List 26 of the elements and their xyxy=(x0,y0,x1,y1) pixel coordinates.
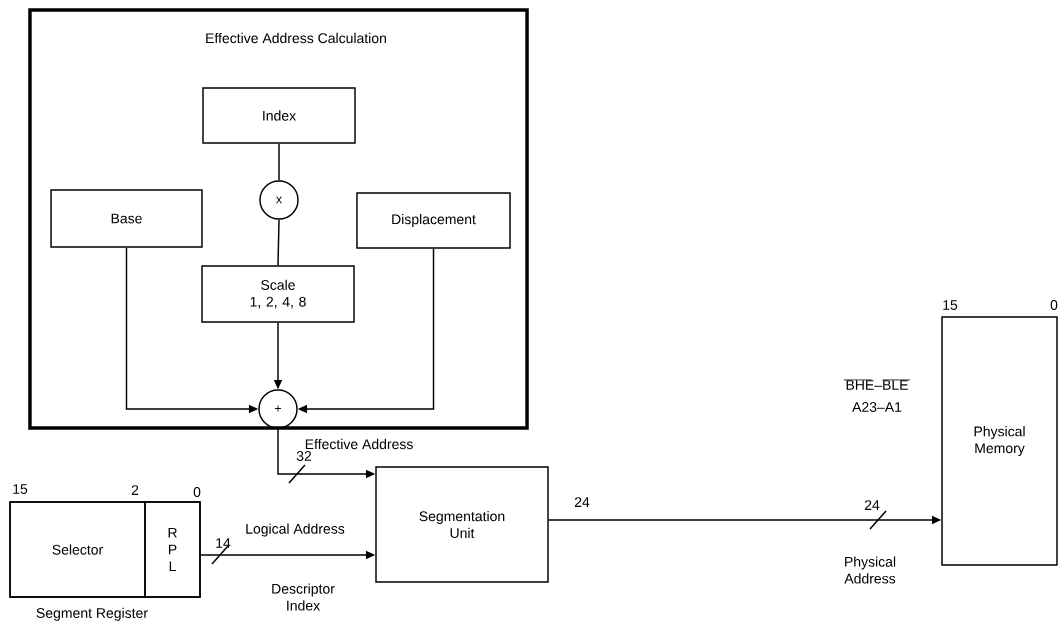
connector-line xyxy=(277,219,280,266)
bit-number: 15 xyxy=(13,484,28,494)
connector-line xyxy=(278,142,280,181)
field-label: Descriptor Index xyxy=(272,583,335,611)
node-label: Segment Register xyxy=(36,607,148,621)
bit-number: 0 xyxy=(193,487,201,497)
edge-label: Effective Address xyxy=(305,438,413,450)
register-box: Displacement xyxy=(356,192,511,249)
register-box: Base xyxy=(50,189,203,248)
register-box: Index xyxy=(202,87,356,144)
signal-name: BHE–BLE xyxy=(843,379,911,390)
edge-label: Logical Address xyxy=(246,523,345,537)
scale-box: Scale 1, 2, 4, 8 xyxy=(201,265,355,323)
bus-width: 14 xyxy=(216,538,231,548)
selector-field: Selector xyxy=(9,501,146,598)
memory-box: Physical Memory xyxy=(941,316,1058,566)
bit-number: 15 xyxy=(943,300,958,310)
signal-name: A23–A1 xyxy=(852,402,902,412)
bit-number: 2 xyxy=(131,485,139,495)
bus-width: 24 xyxy=(864,500,880,510)
unit-box: Segmentation Unit xyxy=(375,466,549,583)
rpl-field: R P L xyxy=(144,501,201,598)
bus-width: 24 xyxy=(574,497,590,507)
bit-number: 0 xyxy=(1050,300,1058,310)
edge-label: Physical Address xyxy=(844,556,896,584)
bus-width: 32 xyxy=(296,451,312,461)
